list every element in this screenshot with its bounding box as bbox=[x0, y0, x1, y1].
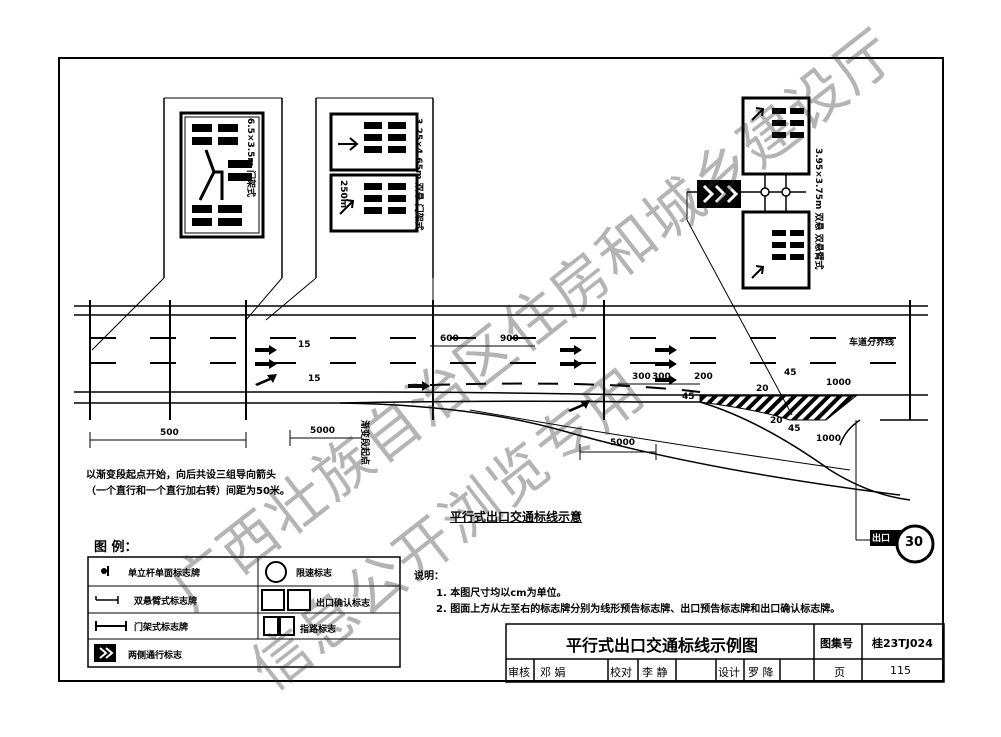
dim-45-a: 45 bbox=[682, 392, 695, 402]
double-sign-label: 3.25×4.65m 双悬 门架式 bbox=[413, 118, 423, 231]
exit-sign-text: 出口 bbox=[872, 534, 891, 544]
legend-item-label: 两侧通行标志 bbox=[128, 651, 183, 661]
dim-20-a: 20 bbox=[756, 384, 769, 394]
road-lines bbox=[74, 305, 928, 501]
dim-45-b: 45 bbox=[784, 368, 797, 378]
dim-45-c: 45 bbox=[788, 424, 801, 434]
legend-item-label: 指路标志 bbox=[300, 625, 337, 635]
cantilever-sign-label: 3.95×3.75m 双悬 双悬臂式 bbox=[813, 148, 823, 270]
speed-limit-sign bbox=[895, 524, 935, 564]
drawing-frame bbox=[58, 57, 944, 682]
dim-5000-a: 5000 bbox=[310, 426, 336, 436]
left-note-line-2: （一个直行和一个直行加右转）间距为50米。 bbox=[86, 486, 290, 497]
dim-500: 500 bbox=[160, 428, 179, 438]
left-note-line-1: 以渐变段起点开始，向后共设三组导向箭头 bbox=[86, 470, 276, 481]
legend-item-label: 限速标志 bbox=[296, 569, 333, 579]
dim-20-b: 20 bbox=[770, 416, 783, 426]
legend-box bbox=[87, 556, 401, 668]
dim-300-b: 300 bbox=[652, 372, 671, 382]
note-line-2: 2. 图面上方从左至右的标志牌分别为线形预告标志牌、出口预告标志牌和出口确认标志… bbox=[436, 604, 841, 615]
legend-title: 图 例： bbox=[94, 540, 138, 555]
legend-item-label: 单立杆单面标志牌 bbox=[128, 569, 201, 579]
note-line-1: 1. 本图尺寸均以cm为单位。 bbox=[436, 588, 567, 599]
dim-5000-b: 5000 bbox=[610, 438, 636, 448]
review-name: 邓 娟 bbox=[540, 666, 566, 679]
sign-distance: 250m bbox=[338, 180, 348, 209]
diagram-title: 平行式出口交通标线示意 bbox=[450, 510, 583, 524]
dim-1000-a: 1000 bbox=[826, 378, 852, 388]
gate-sign-label: 6.5×3.5m 门架式 bbox=[245, 118, 255, 197]
dim-15-a: 15 bbox=[298, 340, 311, 350]
gate-sign-2 bbox=[265, 97, 434, 321]
dim-200: 200 bbox=[694, 372, 713, 382]
atlas-number: 桂23TJ024 bbox=[872, 637, 933, 650]
atlas-label: 图集号 bbox=[820, 637, 853, 650]
dim-1000-b: 1000 bbox=[816, 434, 842, 444]
check-label: 校对 bbox=[610, 666, 632, 679]
page-label: 页 bbox=[834, 666, 845, 679]
check-name: 李 静 bbox=[642, 666, 668, 679]
gate-sign-1 bbox=[91, 97, 283, 351]
dim-900: 900 bbox=[500, 334, 519, 344]
sheet-title: 平行式出口交通标线示例图 bbox=[566, 636, 759, 655]
dim-15-b: 15 bbox=[308, 374, 321, 384]
lane-divider-label: 车道分界线 bbox=[849, 338, 895, 348]
gore-hatch bbox=[699, 395, 858, 421]
lane-arrows bbox=[255, 345, 677, 412]
legend-item-label: 出口确认标志 bbox=[316, 599, 371, 609]
legend-item-label: 门架式标志牌 bbox=[134, 623, 189, 633]
speed-limit-value: 30 bbox=[905, 535, 924, 550]
page-number: 115 bbox=[890, 664, 911, 677]
design-label: 设计 bbox=[718, 666, 740, 679]
zone-start-label: 渐变段起点 bbox=[359, 420, 369, 466]
legend-item-label: 双悬臂式标志牌 bbox=[134, 597, 198, 607]
review-label: 审核 bbox=[508, 666, 530, 679]
title-block bbox=[505, 623, 945, 683]
dim-300-a: 300 bbox=[632, 372, 651, 382]
dim-600: 600 bbox=[440, 334, 459, 344]
design-name: 罗 降 bbox=[748, 666, 774, 679]
gate-sign-1-text-blocks bbox=[192, 124, 252, 226]
notes-heading: 说明： bbox=[414, 571, 444, 582]
